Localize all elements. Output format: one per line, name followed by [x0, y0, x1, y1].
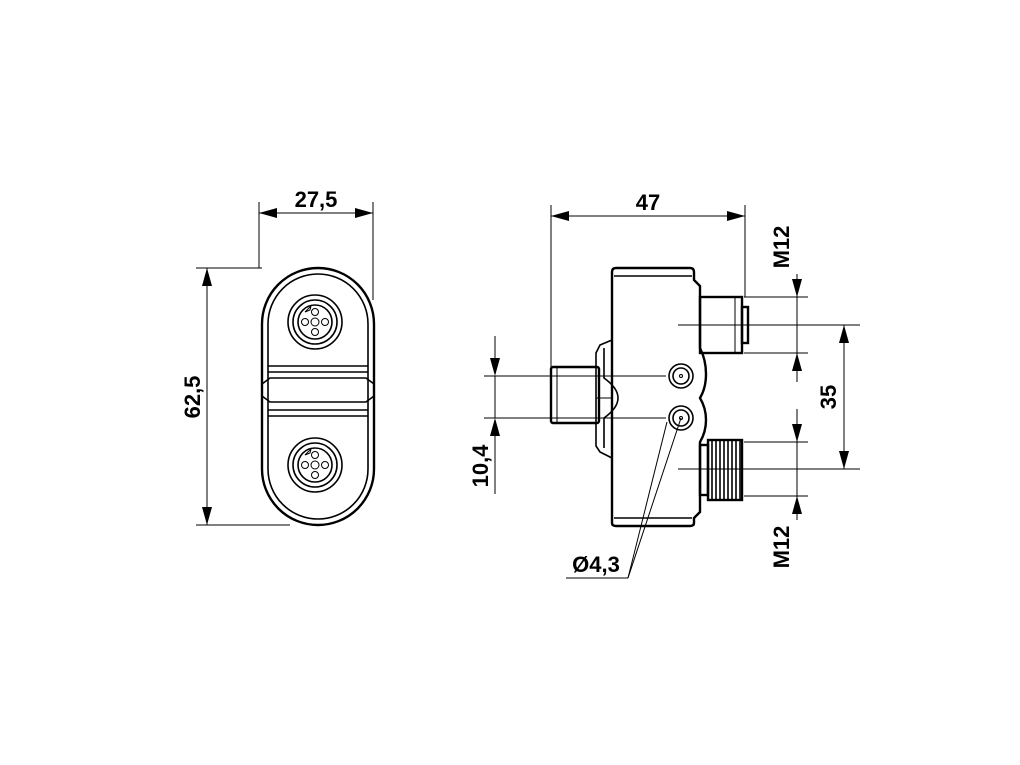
- dimension-side-width: 47: [550, 190, 746, 367]
- connector-spacing-label: 35: [816, 385, 841, 409]
- side-width-label: 47: [636, 190, 660, 215]
- dimension-thread-bottom: M12: [744, 409, 808, 568]
- dimension-front-width: 27,5: [258, 187, 374, 300]
- hole-spacing-label: 10,4: [468, 444, 493, 488]
- connector-bottom-side: [698, 438, 744, 502]
- front-center-groove: [261, 365, 375, 417]
- side-view: 47 M12 M12 35: [468, 190, 860, 579]
- dimension-hole-diameter: Ø4,3: [566, 417, 682, 579]
- front-body-inner-contour: [267, 273, 369, 520]
- side-mounting-flange: [595, 339, 613, 459]
- mounting-holes: [668, 363, 694, 431]
- dimension-thread-top: M12: [744, 226, 808, 382]
- thread-top-label: M12: [769, 226, 794, 269]
- dimension-hole-spacing: 10,4: [468, 336, 500, 494]
- hole-diameter-label: Ø4,3: [572, 552, 620, 577]
- side-housing-outline: [610, 266, 708, 528]
- dimension-front-height: 62,5: [180, 267, 290, 526]
- thread-bottom-label: M12: [769, 526, 794, 569]
- connector-top-face: [287, 294, 343, 350]
- centerlines: [484, 324, 860, 470]
- front-height-label: 62,5: [180, 376, 205, 419]
- front-view: 27,5 62,5: [180, 187, 376, 527]
- connector-bottom-face: [287, 437, 343, 493]
- front-width-label: 27,5: [295, 187, 338, 212]
- side-left-boss: [549, 365, 601, 425]
- dimension-connector-spacing: 35: [816, 325, 849, 469]
